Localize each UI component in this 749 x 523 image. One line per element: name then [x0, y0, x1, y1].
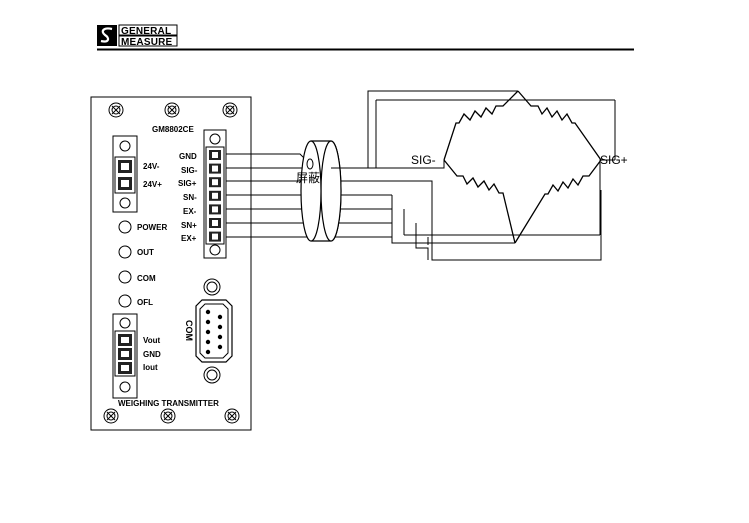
terminal-pin-hole: [212, 234, 218, 240]
bridge-sig-plus-label: SIG+: [600, 153, 628, 167]
terminal-pin-hole: [212, 179, 218, 185]
shielded-cable: 屏蔽: [296, 141, 392, 241]
device-model: GM8802CE: [152, 125, 194, 134]
terminal-pin-hole: [212, 166, 218, 172]
terminal-24v-minus: 24V-: [143, 162, 160, 171]
terminal-analog-gnd: GND: [143, 350, 161, 359]
device-footer: WEIGHING TRANSMITTER: [118, 399, 219, 408]
svg-text:COM: COM: [137, 274, 156, 283]
brand-logo: GENERAL MEASURE: [97, 25, 177, 48]
terminal-vout: Vout: [143, 336, 161, 345]
terminal-gnd: GND: [179, 152, 197, 161]
brand-line2: MEASURE: [121, 37, 173, 48]
load-cell-bridge: [444, 91, 601, 243]
terminal-pin-hole: [212, 220, 218, 226]
terminal-24v-plus: 24V+: [143, 180, 162, 189]
svg-text:OFL: OFL: [137, 298, 153, 307]
svg-text:OUT: OUT: [137, 248, 154, 257]
terminal-ex-plus: EX+: [181, 234, 197, 243]
shield-label: 屏蔽: [296, 171, 320, 185]
terminal-pin-hole: [212, 193, 218, 199]
terminal-pin-hole: [212, 152, 218, 158]
com-label: COM: [184, 320, 194, 341]
terminal-sn-minus: SN-: [183, 193, 197, 202]
terminal-pin-hole: [212, 206, 218, 212]
terminal-iout: Iout: [143, 363, 158, 372]
svg-text:POWER: POWER: [137, 223, 167, 232]
terminal-sn-plus: SN+: [181, 221, 197, 230]
brand-line1: GENERAL: [121, 26, 171, 37]
terminal-sig-minus: SIG-: [181, 166, 198, 175]
terminal-sig-plus: SIG+: [178, 179, 197, 188]
field-wiring: [368, 91, 615, 260]
bridge-sig-minus-label: SIG-: [411, 153, 436, 167]
terminal-ex-minus: EX-: [183, 207, 197, 216]
